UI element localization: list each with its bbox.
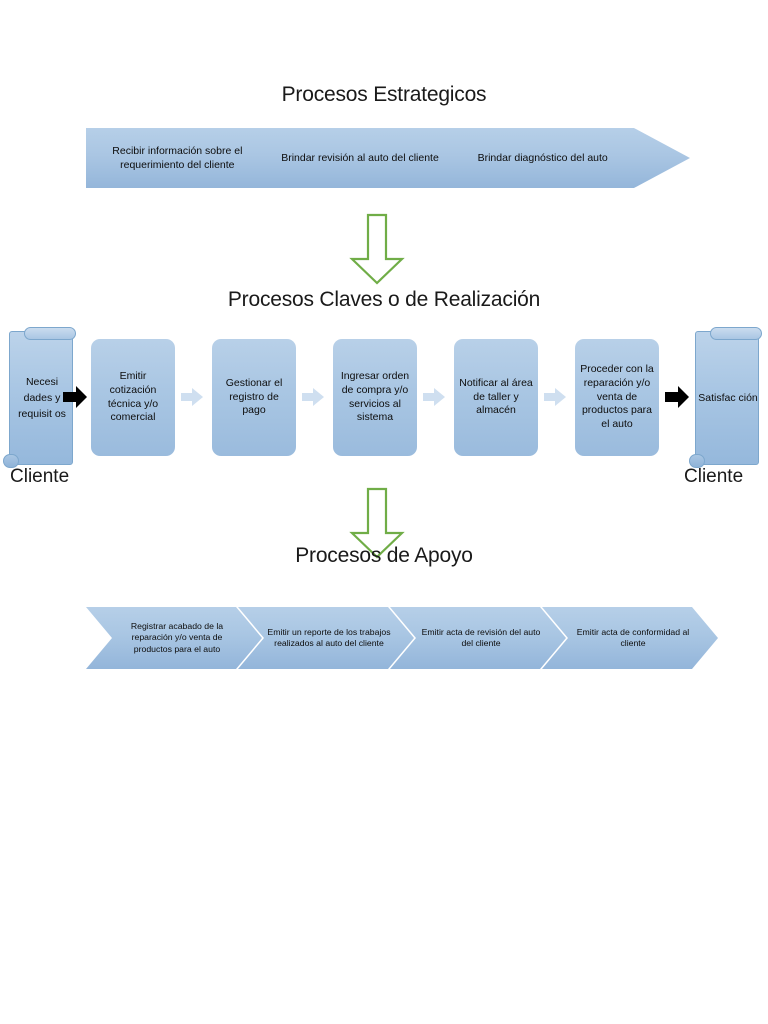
arrow-right-icon-3 (423, 387, 445, 407)
strategic-process-2[interactable]: Brindar revisión al auto del cliente (281, 151, 439, 164)
arrow-right-icon-output (665, 385, 689, 409)
scroll-curl-top-icon (24, 327, 76, 340)
actor-label-client-input: Cliente (10, 466, 70, 487)
arrow-right-icon-4 (544, 387, 566, 407)
support-processes-row: Registrar acabado de la reparación y/o v… (86, 607, 706, 669)
section-title-strategic: Procesos Estrategicos (281, 83, 487, 106)
output-scroll-shape[interactable]: Satisfac ción (688, 325, 764, 471)
down-arrow-icon-key-to-support (347, 487, 407, 559)
support-process-1-label: Registrar acabado de la reparación y/o v… (130, 621, 224, 654)
arrow-right-icon-1 (181, 387, 203, 407)
scroll-curl-bottom-icon (689, 454, 705, 468)
strategic-banner-cells: Recibir información sobre el requerimien… (86, 128, 690, 188)
key-process-5[interactable]: Proceder con la reparación y/o venta de … (575, 339, 659, 456)
arrow-right-icon-input (63, 385, 87, 409)
support-process-2[interactable]: Emitir un reporte de los trabajos realiz… (238, 607, 414, 669)
support-process-3[interactable]: Emitir acta de revisión del auto del cli… (390, 607, 566, 669)
section-title-support: Procesos de Apoyo (295, 544, 473, 567)
input-scroll-label: Necesi dades y requisit os (18, 375, 66, 421)
actor-label-client-output: Cliente (684, 466, 744, 487)
scroll-body (9, 331, 73, 465)
key-process-4[interactable]: Notificar al área de taller y almacén (454, 339, 538, 456)
scroll-curl-top-icon (710, 327, 762, 340)
strategic-process-3[interactable]: Brindar diagnóstico del auto (477, 151, 608, 164)
key-process-2[interactable]: Gestionar el registro de pago (212, 339, 296, 456)
down-arrow-icon-strategic-to-key (347, 213, 407, 285)
support-process-1[interactable]: Registrar acabado de la reparación y/o v… (86, 607, 262, 669)
support-process-2-label: Emitir un reporte de los trabajos realiz… (267, 626, 391, 648)
arrow-right-icon-2 (302, 387, 324, 407)
key-process-1[interactable]: Emitir cotización técnica y/o comercial (91, 339, 175, 456)
scroll-curl-bottom-icon (3, 454, 19, 468)
strategic-process-1[interactable]: Recibir información sobre el requerimien… (112, 144, 243, 171)
output-scroll-label: Satisfac ción (698, 391, 758, 404)
section-title-key: Procesos Claves o de Realización (227, 288, 541, 311)
scroll-body (695, 331, 759, 465)
key-process-3[interactable]: Ingresar orden de compra y/o servicios a… (333, 339, 417, 456)
input-scroll-shape[interactable]: Necesi dades y requisit os (2, 325, 78, 471)
support-process-4[interactable]: Emitir acta de conformidad al cliente (542, 607, 718, 669)
support-process-4-label: Emitir acta de conformidad al cliente (576, 626, 690, 648)
strategic-processes-banner: Recibir información sobre el requerimien… (86, 128, 690, 188)
key-processes-row: Necesi dades y requisit os Emitir cotiza… (0, 325, 768, 471)
support-process-3-label: Emitir acta de revisión del auto del cli… (421, 626, 541, 648)
